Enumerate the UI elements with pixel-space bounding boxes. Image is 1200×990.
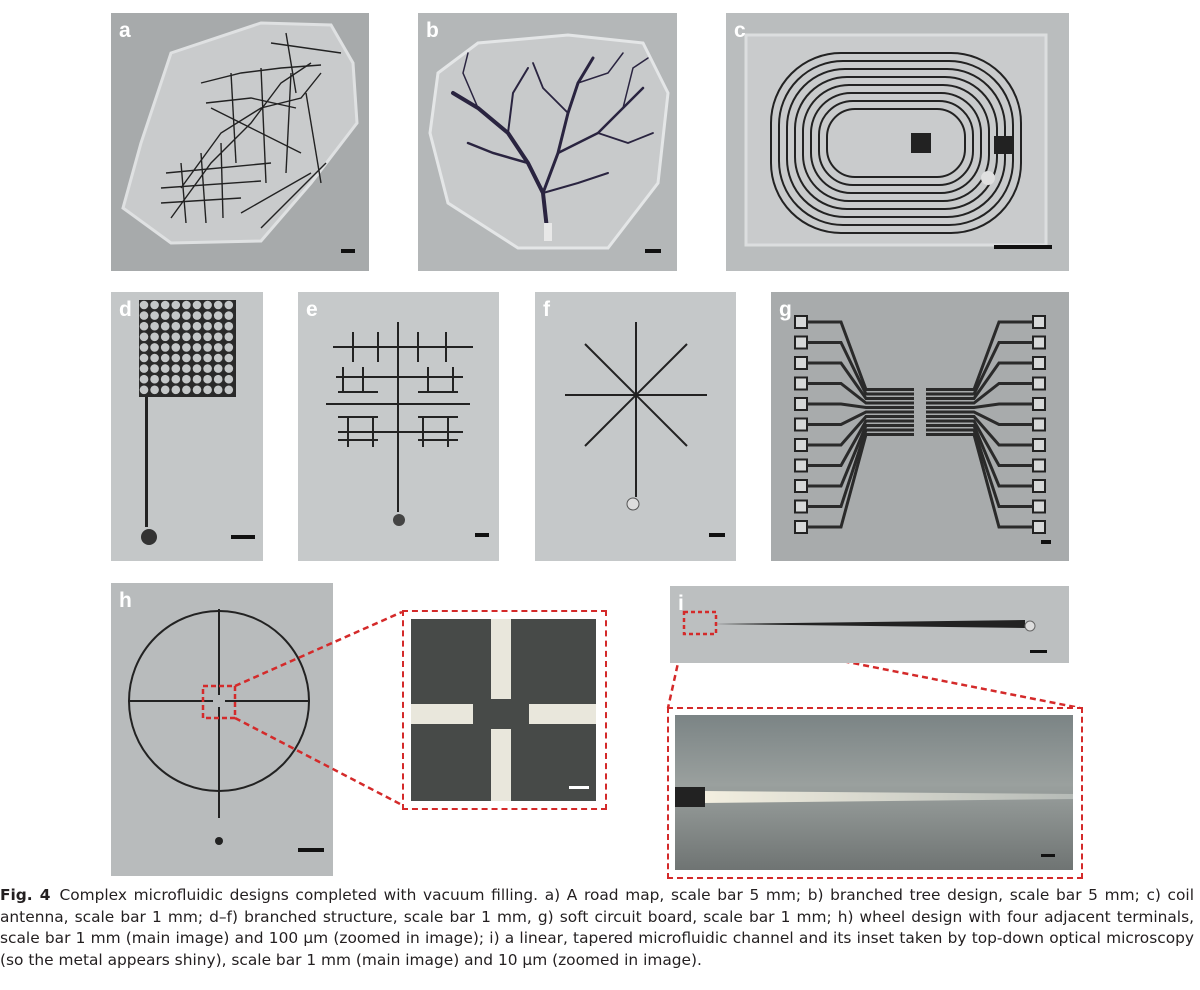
panel-b-tree: b [418, 13, 677, 271]
branched-tree-image [428, 33, 670, 253]
wheel-zoom-image [411, 619, 596, 801]
panel-c-coil-antenna: c [726, 13, 1069, 271]
panel-d-grid: d [111, 292, 263, 561]
panel-d-label: d [119, 298, 132, 321]
scale-bar [341, 249, 355, 253]
panel-f-label: f [543, 298, 550, 321]
channel-zoom-image [675, 715, 1073, 870]
panel-e-branched: e [298, 292, 499, 561]
coil-antenna-image [744, 33, 1052, 249]
caption-text: Complex microfluidic designs completed w… [0, 886, 1194, 969]
panel-a-label: a [119, 19, 131, 42]
scale-bar [1041, 540, 1051, 544]
dot-grid-image [139, 300, 255, 545]
panel-i-zoom [667, 707, 1083, 879]
panel-i-label: i [678, 592, 684, 615]
scale-bar [475, 533, 489, 537]
panel-g-label: g [779, 298, 792, 321]
tapered-channel-image [682, 610, 1047, 653]
wheel-image [128, 609, 324, 852]
panel-f-star: f [535, 292, 736, 561]
branched-structure-image [326, 322, 489, 537]
star-image [565, 322, 725, 537]
panel-h-zoom [402, 610, 607, 810]
panel-g-circuit-board: g [771, 292, 1069, 561]
panel-i-tapered-channel: i [670, 586, 1069, 663]
figure-label: Fig. 4 [0, 886, 51, 904]
panel-h-wheel: h [111, 583, 333, 876]
scale-bar [1041, 854, 1055, 857]
panel-h-label: h [119, 589, 132, 612]
road-map-image [121, 21, 359, 253]
scale-bar [1030, 650, 1047, 653]
panel-b-label: b [426, 19, 439, 42]
scale-bar [298, 848, 324, 852]
scale-bar [231, 535, 255, 539]
scale-bar [645, 249, 661, 253]
panel-e-label: e [306, 298, 318, 321]
panel-a-road-map: a [111, 13, 369, 271]
circuit-board-image [794, 315, 1051, 544]
scale-bar [994, 245, 1052, 249]
panel-c-label: c [734, 19, 746, 42]
scale-bar [569, 786, 589, 789]
scale-bar [709, 533, 725, 537]
